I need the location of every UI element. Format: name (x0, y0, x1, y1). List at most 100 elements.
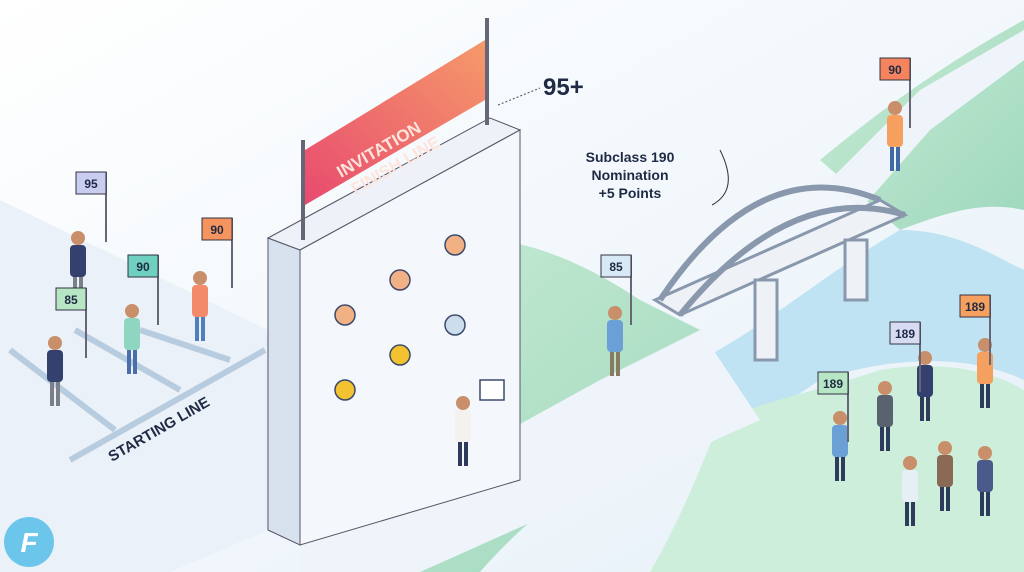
flag-cloth (889, 321, 921, 345)
bridge-note-line1: Subclass 190 (586, 149, 675, 165)
person-leg (458, 438, 462, 466)
crowd-person (977, 446, 993, 516)
person-leg (896, 143, 900, 171)
person-90-orange (192, 271, 208, 341)
flag-cloth (55, 287, 87, 311)
person-leg (464, 438, 468, 466)
person-head (833, 411, 847, 425)
flag-95: 95 (75, 171, 107, 242)
logo-letter: F (20, 527, 38, 558)
person-leg (890, 143, 894, 171)
flag-cloth (600, 254, 632, 278)
person-85-path (607, 306, 623, 376)
note-leader (711, 149, 729, 206)
flag-cloth (959, 294, 991, 318)
person-90-hill (887, 101, 903, 171)
flag-cloth (879, 57, 911, 81)
bridge (651, 184, 909, 362)
thinking-person-icon (444, 234, 466, 256)
gears-icon (444, 314, 466, 336)
flag-cloth (127, 254, 159, 278)
person-leg (940, 483, 944, 511)
flag-189-right: 189 (959, 294, 991, 365)
person-leg (610, 348, 614, 376)
person-leg (79, 273, 83, 301)
flag-cloth (75, 171, 107, 195)
person-head (938, 441, 952, 455)
threshold-label: 95+ (543, 74, 584, 101)
person-leg (946, 483, 950, 511)
person-leg (926, 393, 930, 421)
builder-icon (334, 379, 356, 401)
person-leg (50, 378, 54, 406)
person-leg (886, 423, 890, 451)
bridge-note-line3: +5 Points (599, 185, 662, 201)
nurse-icon (334, 304, 356, 326)
crowd-person (832, 411, 848, 481)
person-body (47, 350, 63, 382)
person-body (977, 460, 993, 492)
person-leg (911, 498, 915, 526)
person-90-teal (124, 304, 140, 374)
presenter (455, 396, 471, 466)
person-head (71, 231, 85, 245)
person-95 (70, 231, 86, 301)
person-body (832, 425, 848, 457)
flag-score: 90 (888, 63, 902, 77)
flag-score: 189 (895, 327, 915, 341)
occupation-icons (334, 234, 505, 401)
person-body (192, 285, 208, 317)
person-head (878, 381, 892, 395)
person-head (978, 338, 992, 352)
flag-85-path: 85 (600, 254, 632, 325)
person-leg (133, 346, 137, 374)
person-head (48, 336, 62, 350)
flag-score: 95 (84, 177, 98, 191)
flag-90-teal: 90 (127, 254, 159, 325)
person-leg (616, 348, 620, 376)
crowd-person (877, 381, 893, 451)
person-body (124, 318, 140, 350)
flag-85: 85 (55, 287, 87, 358)
person-leg (201, 313, 205, 341)
person-leg (905, 498, 909, 526)
person-85 (47, 336, 63, 406)
person-leg (980, 488, 984, 516)
person-leg (986, 488, 990, 516)
person-head (456, 396, 470, 410)
flag-cloth (817, 371, 849, 395)
flag-90-hill: 90 (879, 57, 911, 128)
bridge-note-line2: Nomination (592, 167, 669, 183)
person-leg (73, 273, 77, 301)
person-leg (127, 346, 131, 374)
person-leg (920, 393, 924, 421)
person-head (918, 351, 932, 365)
flag-score: 85 (609, 260, 623, 274)
river (700, 230, 1024, 420)
flag-189-middle: 189 (889, 321, 921, 392)
wall-side (267, 237, 301, 546)
person-leg (880, 423, 884, 451)
person-body (937, 455, 953, 487)
person-body (607, 320, 623, 352)
person-leg (835, 453, 839, 481)
person-head (978, 446, 992, 460)
person-leg (986, 380, 990, 408)
flag-score: 90 (136, 260, 150, 274)
crowd-person (902, 456, 918, 526)
person-leg (841, 453, 845, 481)
computer-worker-icon (389, 269, 411, 291)
person-head (888, 101, 902, 115)
person-body (887, 115, 903, 147)
logo (4, 517, 54, 567)
person-head (125, 304, 139, 318)
flag-score: 85 (64, 293, 78, 307)
flag-score: 189 (823, 377, 843, 391)
person-head (608, 306, 622, 320)
chart-board-icon (479, 379, 505, 401)
flag-score: 189 (965, 300, 985, 314)
flag-90-orange: 90 (201, 217, 233, 288)
person-body (902, 470, 918, 502)
person-body (455, 410, 471, 442)
